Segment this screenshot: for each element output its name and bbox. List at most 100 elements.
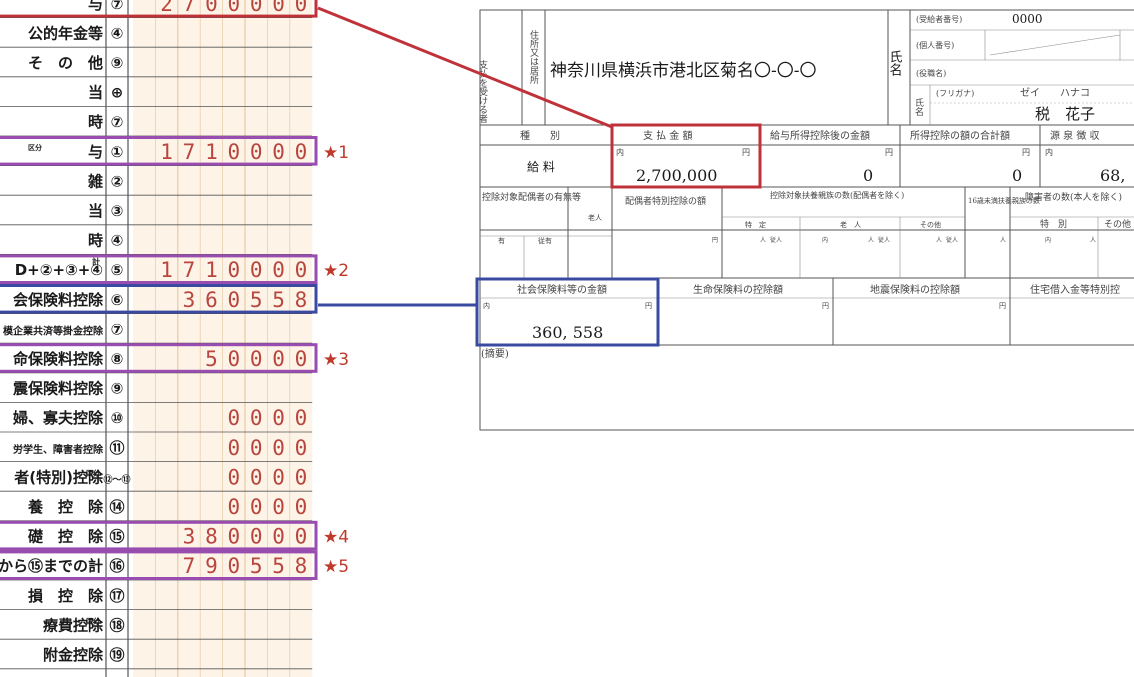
row-value-digit: 0 (272, 140, 285, 164)
row-number: ⑭ (109, 498, 124, 516)
col-type-header: 種 別 (520, 129, 560, 142)
row-label: 附金控除 (43, 646, 104, 664)
row-value-digit: 7 (183, 140, 196, 164)
row-value-digit: 0 (295, 525, 308, 549)
star-marker: ★4 (323, 528, 349, 548)
row-value-digit: 0 (295, 258, 308, 282)
tokubetsu-uchi: 内 (1045, 236, 1051, 244)
row-value-digit: 0 (250, 347, 263, 371)
rojin-jyunin: 従人 (878, 236, 890, 244)
under16-nin: 人 (1000, 237, 1006, 244)
col-pay-header: 支 払 金 額 (643, 129, 693, 142)
type-value: 給 料 (527, 160, 555, 174)
row-value-digit: 0 (250, 0, 263, 16)
elderly-label: 老人 (588, 213, 602, 222)
col-deduct-total-header: 所得控除の額の合計額 (910, 129, 1010, 142)
row-value-digit: 0 (227, 288, 240, 312)
furigana-label: (フリガナ) (936, 88, 974, 98)
jyu-label: 従有 (538, 236, 552, 245)
withholding-amount: 68, (1100, 166, 1125, 185)
address-value: 神奈川県横浜市港北区菊名〇-〇-〇 (550, 61, 817, 81)
tokutei-label: 特 定 (745, 220, 766, 229)
row-label: 時 (88, 113, 103, 131)
row-label: から⑮までの計 (0, 557, 103, 575)
row-value-digit: 0 (227, 495, 240, 519)
row-highlight (0, 520, 318, 551)
row-number: ③ (111, 202, 124, 220)
row-value-digit: 7 (183, 258, 196, 282)
tokubetsu-label: 特 別 (1040, 218, 1067, 230)
row-value-digit: 3 (183, 288, 196, 312)
pay-amount-highlight (610, 123, 762, 189)
row-number: ① (111, 143, 124, 161)
row-value-digit: 0 (250, 406, 263, 430)
row-value-digit: 0 (272, 0, 285, 16)
row-number: ⑦ (111, 0, 124, 13)
row-value-digit: 0 (250, 495, 263, 519)
row-value-digit: 7 (183, 0, 196, 16)
row-value-digit: 0 (295, 0, 308, 16)
row-number: ⑦ (111, 113, 124, 131)
social-ins-highlight (475, 277, 660, 347)
tokutei-nin: 人 (760, 237, 766, 244)
quake-ins-label: 地震保険料の控除額 (870, 283, 960, 296)
name-sub-label: 氏名 (913, 98, 924, 117)
personal-no-label: (個人番号) (916, 40, 954, 50)
social-ins-uchi: 内 (483, 301, 490, 310)
row-highlight (0, 0, 318, 18)
life-ins-yen: 円 (822, 302, 829, 310)
sonota2-label: その他 (1104, 218, 1131, 230)
row-value-digit: 0 (250, 140, 263, 164)
row-value-digit: 5 (272, 554, 285, 578)
row-value-digit: 0 (227, 0, 240, 16)
rojin-uchi: 内 (822, 236, 828, 244)
kei-label: 計 (92, 256, 100, 266)
star-marker: ★3 (323, 350, 349, 370)
row-value-digit: 8 (205, 525, 218, 549)
dependents-label: 控除対象扶養親族の数(配偶者を除く) (770, 190, 904, 200)
row-number: ⑰ (109, 587, 124, 605)
row-number: ② (111, 172, 124, 190)
spouse-label: 控除対象配偶者の有無等 (482, 191, 581, 203)
after-amount: 0 (863, 166, 873, 185)
row-value-digit: 1 (205, 258, 218, 282)
row-number: ⑥ (111, 291, 124, 309)
row-label: 労学生、障害者控除 (13, 443, 104, 456)
row-label: 者(特別)控除 (14, 468, 104, 486)
row-value-digit: 1 (160, 258, 173, 282)
row-label: そ の 他 (28, 54, 103, 72)
row-value-digit: 0 (227, 554, 240, 578)
row-highlight (0, 136, 318, 166)
col-after-header: 給与所得控除後の金額 (770, 129, 870, 142)
row-value-digit: 5 (250, 288, 263, 312)
connector-line-pay (317, 6, 613, 129)
life-ins-label: 生命保険料の控除額 (693, 283, 783, 296)
row-number: ⑧ (111, 350, 124, 368)
social-ins-value: 360, 558 (532, 323, 603, 342)
row-value-digit: 0 (227, 406, 240, 430)
pay-uchi: 内 (616, 147, 624, 157)
row-highlight (0, 343, 318, 373)
row-value-digit: 0 (295, 495, 308, 519)
withholding-uchi: 内 (1045, 147, 1053, 157)
row-value-digit: 0 (227, 525, 240, 549)
recipient-no-value: 0000 (1012, 12, 1043, 26)
row-value-digit: 5 (272, 288, 285, 312)
row-label: 震保険料控除 (13, 380, 104, 398)
housing-label: 住宅借入金等特別控 (1030, 283, 1120, 296)
row-number: ④ (111, 232, 124, 250)
row-value-digit: 8 (295, 288, 308, 312)
row-label: 療費控除 (43, 616, 104, 634)
recipient-name: 税 花子 (1035, 105, 1095, 123)
row-value-digit: 8 (295, 554, 308, 578)
row-value-digit: 0 (227, 465, 240, 489)
sonota-nin: 人 (936, 237, 942, 244)
row-value-digit: 0 (295, 140, 308, 164)
row-label: 婦、寡夫控除 (12, 409, 104, 427)
row-value-digit: 1 (160, 140, 173, 164)
social-ins-label: 社会保険料等の金額 (517, 283, 607, 296)
row-highlight (0, 550, 318, 581)
row-number: ⑪ (109, 439, 124, 457)
row-number: ⑨ (111, 54, 124, 72)
col-withholding-header: 源 泉 徴 収 (1050, 129, 1100, 142)
